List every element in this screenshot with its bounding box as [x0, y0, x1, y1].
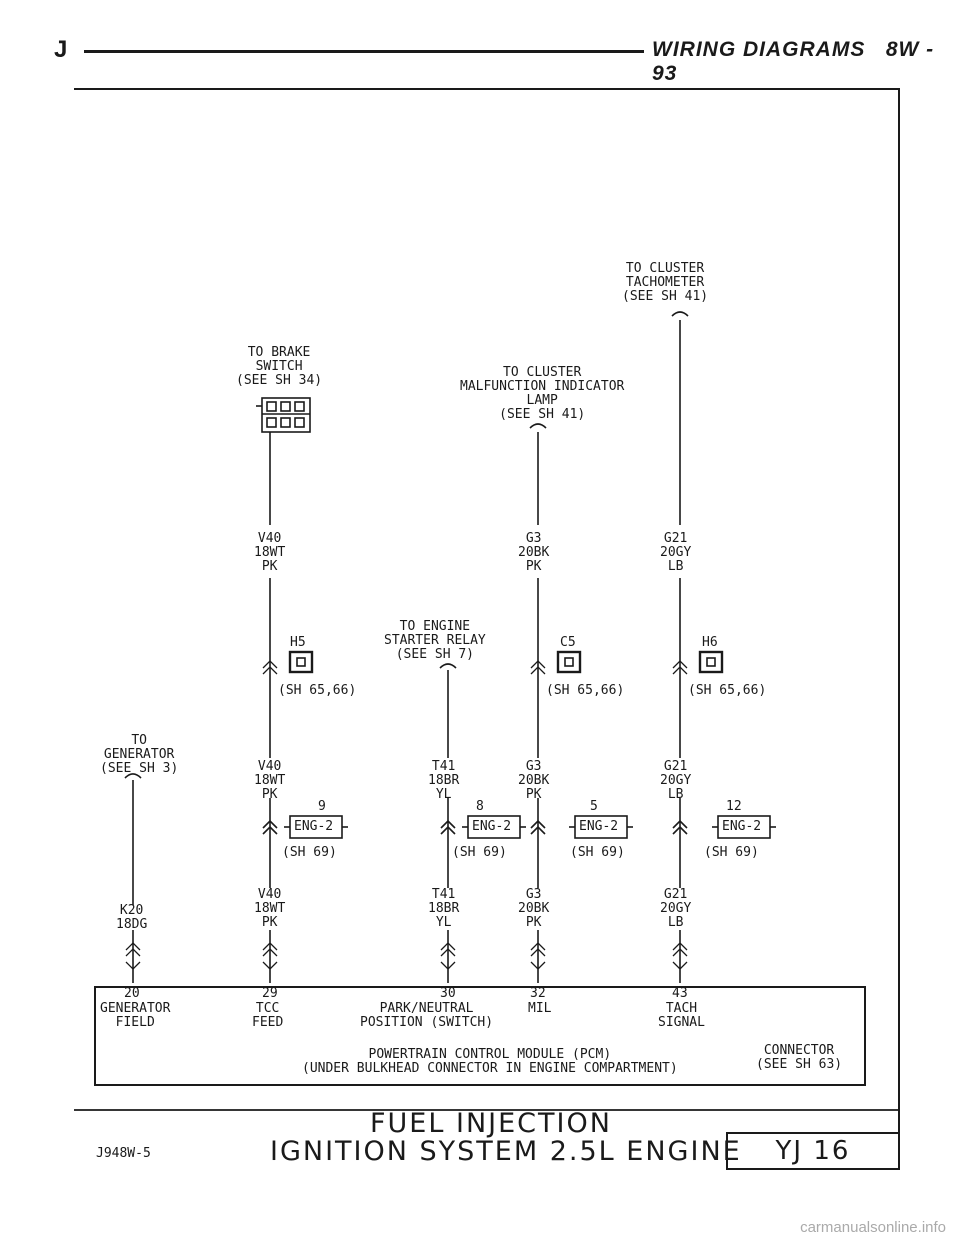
pcm-pin-20-name: GENERATOR FIELD — [100, 1001, 171, 1030]
eng2-label-2: ENG-2 — [472, 819, 512, 834]
pcm-pin-32-name: MIL — [528, 1001, 552, 1016]
splice-c5-icon — [556, 650, 582, 674]
eng2-label-4: ENG-2 — [722, 819, 762, 834]
header-letter: J — [54, 36, 68, 63]
pcm-pin-29-num: 29 — [262, 986, 278, 1001]
eng2-connectors-icon — [262, 815, 776, 839]
splice-h6-ref: (SH 65,66) — [688, 683, 767, 698]
splice-c5-ref: (SH 65,66) — [546, 683, 625, 698]
diagram-frame — [74, 88, 900, 1170]
pcm-pin-30-name: PARK/NEUTRAL POSITION (SWITCH) — [360, 1001, 494, 1030]
pcm-terminals-icon — [125, 942, 688, 970]
pcm-module-box — [94, 986, 866, 1086]
eng2-pin-12: 12 — [726, 799, 742, 814]
eng2-pin-5: 5 — [590, 799, 598, 814]
brake-switch-connector-icon — [256, 397, 311, 440]
eng2-ref-3: (SH 69) — [570, 845, 625, 860]
splice-c5-label: C5 — [560, 635, 576, 650]
pcm-connector-ref: CONNECTOR(SEE SH 63) — [756, 1043, 843, 1072]
page-header: J WIRING DIAGRAMS 8W - 93 — [0, 30, 960, 85]
sheet-id: YJ 16 — [726, 1132, 900, 1170]
splice-h6-icon — [698, 650, 724, 674]
pcm-pin-30-num: 30 — [440, 986, 456, 1001]
drawing-code: J948W-5 — [96, 1146, 151, 1161]
eng2-label-3: ENG-2 — [579, 819, 619, 834]
pcm-pin-43-num: 43 — [672, 986, 688, 1001]
footer-title-line1: FUEL INJECTION — [370, 1108, 612, 1139]
eng2-pin-8: 8 — [476, 799, 484, 814]
splice-h5-icon — [288, 650, 314, 674]
pcm-pin-32-num: 32 — [530, 986, 546, 1001]
splice-h5-ref: (SH 65,66) — [278, 683, 357, 698]
offpage-arrows — [124, 311, 689, 779]
eng2-pin-9: 9 — [318, 799, 326, 814]
eng2-label-1: ENG-2 — [294, 819, 334, 834]
eng2-ref-1: (SH 69) — [282, 845, 337, 860]
pcm-pin-20-num: 20 — [124, 986, 140, 1001]
header-rule — [84, 50, 644, 53]
splice-h5-label: H5 — [290, 635, 306, 650]
eng2-ref-2: (SH 69) — [452, 845, 507, 860]
header-title: WIRING DIAGRAMS 8W - 93 — [652, 38, 935, 85]
watermark: carmanualsonline.info — [800, 1219, 946, 1236]
eng2-ref-4: (SH 69) — [704, 845, 759, 860]
pcm-title: POWERTRAIN CONTROL MODULE (PCM)(UNDER BU… — [302, 1047, 678, 1076]
footer-title-line2: IGNITION SYSTEM 2.5L ENGINE — [270, 1136, 742, 1167]
splice-h6-label: H6 — [702, 635, 718, 650]
pcm-pin-29-name: TCC FEED — [252, 1001, 284, 1030]
pcm-pin-43-name: TACH SIGNAL — [658, 1001, 705, 1030]
